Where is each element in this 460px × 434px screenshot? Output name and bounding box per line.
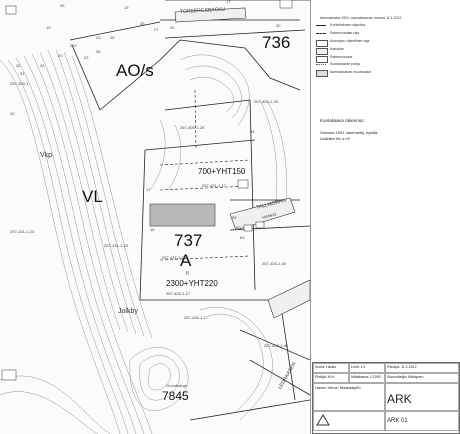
proposed-building [149,203,216,227]
legend-swatch-dashed [316,33,326,34]
place-jolkby: Jolkby [118,308,138,315]
legend-item: Rakennusalan raja [330,31,360,35]
legend-swatch-street [316,48,328,55]
map-linework [0,0,310,434]
legend-item: Asemakaavan muutosalue [330,70,372,74]
building-area-1: 700+YHT150 [198,167,246,176]
map-number: 31 [20,71,25,76]
tb-cell: Suunnittelija: Mäntynen [385,373,459,383]
legend-item: Katualue [330,47,344,51]
place-vkp: Vkp [40,152,53,159]
map-number: 27 [154,27,159,32]
map-number: 60 [236,225,241,230]
tb-cell: Päiväys: 11.1.2012 [385,363,459,373]
legend-swatch-change [316,70,328,77]
parcel-id: 257-405-1-25 [254,99,279,104]
parcel-id: 257-428-1-17 [166,291,191,296]
map-number: 20 [10,111,15,116]
map-number: 16 [150,227,155,232]
parcel-id: 257-428-1-46 [264,343,289,348]
block-737: 737 [174,231,203,250]
parcel-id: 257-431-1-23 [10,229,35,234]
building-area-2: 2300+YHT220 [166,279,218,288]
map-number: 22 [84,55,89,60]
map-number: 35 [60,3,65,8]
map-number: 26 [110,35,115,40]
map-number: 59 [232,215,237,220]
block-a: A [180,251,192,270]
spot-label: Grundsärge [166,383,188,388]
zone-vl: VL [82,187,103,206]
parcel-id: 257-428-1-40 [262,261,287,266]
map-number: 20 [58,53,63,58]
parcel-id: 257-431-1-23 [162,255,187,260]
floors-roman: II [186,271,189,277]
note-line: Voimma 1991 rakennetty, hyttää: [320,130,379,135]
parcel-id: 257-431-1-17 [202,183,227,188]
legend-panel: Asemakaava 1991, asemakaavan muutos 11.1… [312,0,460,434]
tb-cell: Mittakaava: 1:2000 [349,373,385,383]
map-number: 30 [276,23,281,28]
map-number: 30 [96,49,101,54]
tb-cell: Piirtäjä: M.H. [313,373,349,383]
map-number: 25 [140,21,145,26]
note-title: Kuntakaava rakennus: [320,118,365,123]
map-number: 33 [40,63,45,68]
map-number: 222 [70,43,77,48]
logo-icon [316,414,330,426]
note-line: Lisätäen Bv o m² [320,136,351,141]
map-number: 32 [16,63,21,68]
legend-swatch-dotted [316,64,326,65]
tb-cell: Kunta: Hanko [313,363,349,373]
map-number: 23 [96,35,101,40]
map-number: 63 [240,235,245,240]
title-block: Kunta: Hanko Lehti: 1/1 Päiväys: 11.1.20… [312,362,460,434]
zone-7845: 7845 [162,389,189,403]
legend-swatch-line [316,25,326,26]
tb-cell: Lehti: 1/1 [349,363,385,373]
legend-swatch-box [316,40,328,47]
map-number: 19 [46,25,51,30]
legend-item: Rakennusalue [330,55,353,59]
parcel-id: 257-431-1-23 [104,243,129,248]
map-number: 19 [124,5,129,10]
tb-code: ARK [385,383,459,411]
tb-logo [313,411,385,431]
map-number: 83 [250,129,255,134]
tb-sheet: ARK 01 [385,411,459,431]
parcel-id: 257-405-1 [10,81,29,86]
zone-aos: AO/s [116,61,154,80]
map-number: 32 [170,25,175,30]
map-canvas[interactable]: 736 AO/s VL 737 A II 700+YHT150 2300+YHT… [0,0,311,434]
parcel-id: 257-428-1-17 [184,315,209,320]
legend-item: Kuntakaavan pohja [330,62,360,66]
map-number: 17 [146,187,151,192]
zone-736: 736 [262,33,291,52]
parcel-id: 257-405-1-25 [180,125,205,130]
legend-swatch-area [316,56,328,63]
legend-item: Aluerajan ohjeellinen raja [330,39,370,43]
map-number: 17 [226,0,231,4]
legend-header: Asemakaava 1991, asemakaavan muutos 11.1… [320,16,402,20]
legend-item: Korttelialueen rajaviiva [330,23,366,27]
tb-org: Hanko Vetus, Maankäyttö [313,383,385,411]
